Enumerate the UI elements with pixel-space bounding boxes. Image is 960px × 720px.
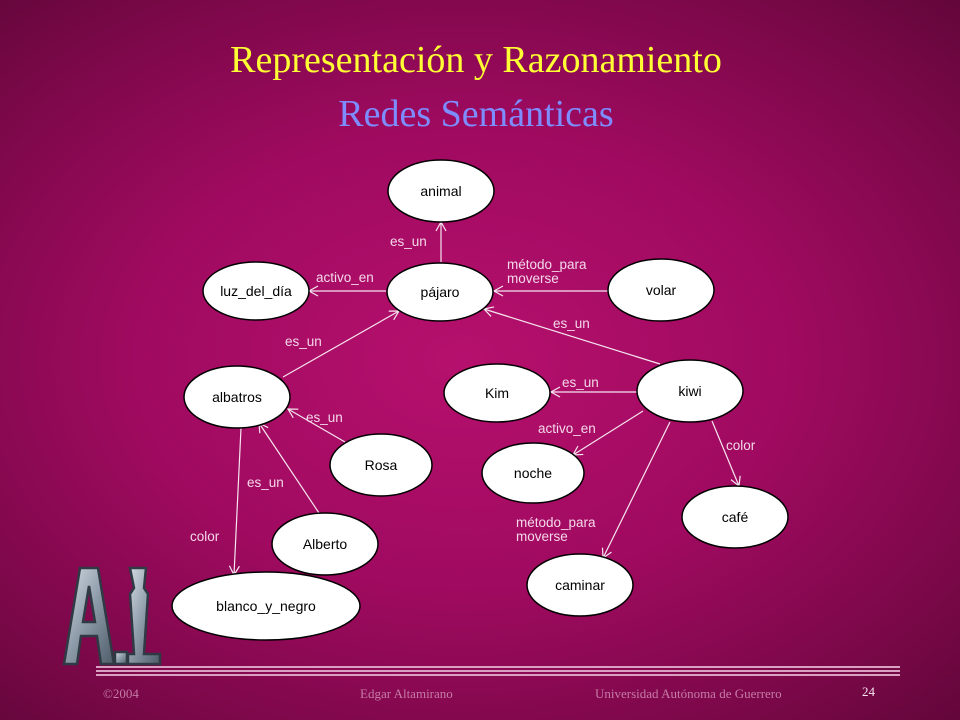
node-label: noche (514, 465, 552, 481)
edge-rosa-to-albatros: es_un (286, 408, 346, 443)
node-cafe: café (681, 485, 789, 549)
node-alberto: Alberto (271, 512, 379, 576)
node-ellipse (526, 553, 634, 617)
edge-kiwi-to-kim: es_un (549, 375, 637, 398)
edge-label: es_un (562, 375, 599, 390)
node-pajaro: pájaro (386, 262, 494, 322)
edge-albatros-to-blanco: color (190, 427, 242, 577)
footer-author: Edgar Altamirano (360, 686, 453, 701)
node-noche: noche (481, 442, 585, 504)
node-ellipse (481, 442, 585, 504)
node-ellipse (443, 363, 551, 423)
edge-label: color (190, 529, 220, 544)
edge-line (282, 310, 401, 378)
node-label: volar (646, 282, 677, 298)
node-ellipse (681, 485, 789, 549)
node-rosa: Rosa (329, 433, 433, 497)
node-volar: volar (607, 258, 715, 322)
node-label: caminar (555, 577, 605, 593)
node-albatros: albatros (183, 365, 291, 429)
node-ellipse (271, 512, 379, 576)
node-caminar: caminar (526, 553, 634, 617)
edge-label: es_un (306, 410, 343, 425)
edge-label: activo_en (316, 270, 374, 285)
node-label: Rosa (365, 457, 398, 473)
node-label: pájaro (421, 284, 460, 300)
ai-logo (62, 566, 162, 666)
node-kiwi: kiwi (636, 359, 744, 423)
node-label: blanco_y_negro (216, 598, 316, 614)
node-ellipse (329, 433, 433, 497)
node-ellipse (202, 261, 310, 321)
footer-divider (96, 666, 900, 676)
node-label: café (722, 509, 749, 525)
edge-line (482, 306, 661, 365)
node-label: Kim (485, 385, 509, 401)
node-blanco: blanco_y_negro (171, 571, 361, 641)
node-label: luz_del_día (220, 283, 292, 299)
edge-label: es_un (390, 234, 427, 249)
edge-label: activo_en (538, 421, 596, 436)
edge-pajaro-to-animal: es_un (390, 220, 447, 262)
node-ellipse (386, 262, 494, 322)
node-ellipse (171, 571, 361, 641)
node-label: Alberto (303, 536, 348, 552)
node-ellipse (387, 159, 495, 223)
edge-line (571, 410, 644, 456)
edge-label: es_un (247, 475, 284, 490)
slide-title: Representación y Razonamiento (230, 39, 722, 81)
node-ellipse (183, 365, 291, 429)
footer-institution: Universidad Autónoma de Guerrero (595, 686, 782, 701)
footer-copyright: ©2004 (103, 686, 139, 701)
edge-kiwi-to-pajaro: es_un (482, 306, 661, 365)
node-animal: animal (387, 159, 495, 223)
slide-subtitle: Redes Semánticas (338, 93, 614, 135)
node-ellipse (607, 258, 715, 322)
node-kim: Kim (443, 363, 551, 423)
edge-label: color (726, 438, 756, 453)
edge-line (286, 408, 346, 443)
edge-line (711, 420, 741, 488)
edge-line (601, 421, 671, 560)
edge-label: es_un (553, 316, 590, 331)
edge-line (228, 427, 242, 577)
edge-label: es_un (285, 334, 322, 349)
edge-pajaro-to-luz: activo_en (307, 270, 386, 297)
node-luz: luz_del_día (202, 261, 310, 321)
edge-albatros-to-pajaro: es_un (282, 310, 401, 378)
page-number: 24 (862, 684, 875, 699)
edge-kiwi-to-noche: activo_en (538, 410, 644, 456)
node-ellipse (636, 359, 744, 423)
node-label: kiwi (678, 383, 701, 399)
node-label: albatros (212, 389, 262, 405)
edge-line (258, 421, 320, 514)
edge-kiwi-to-cafe: color (711, 420, 756, 488)
edge-alberto-to-albatros: es_un (247, 421, 320, 514)
node-label: animal (420, 183, 461, 199)
